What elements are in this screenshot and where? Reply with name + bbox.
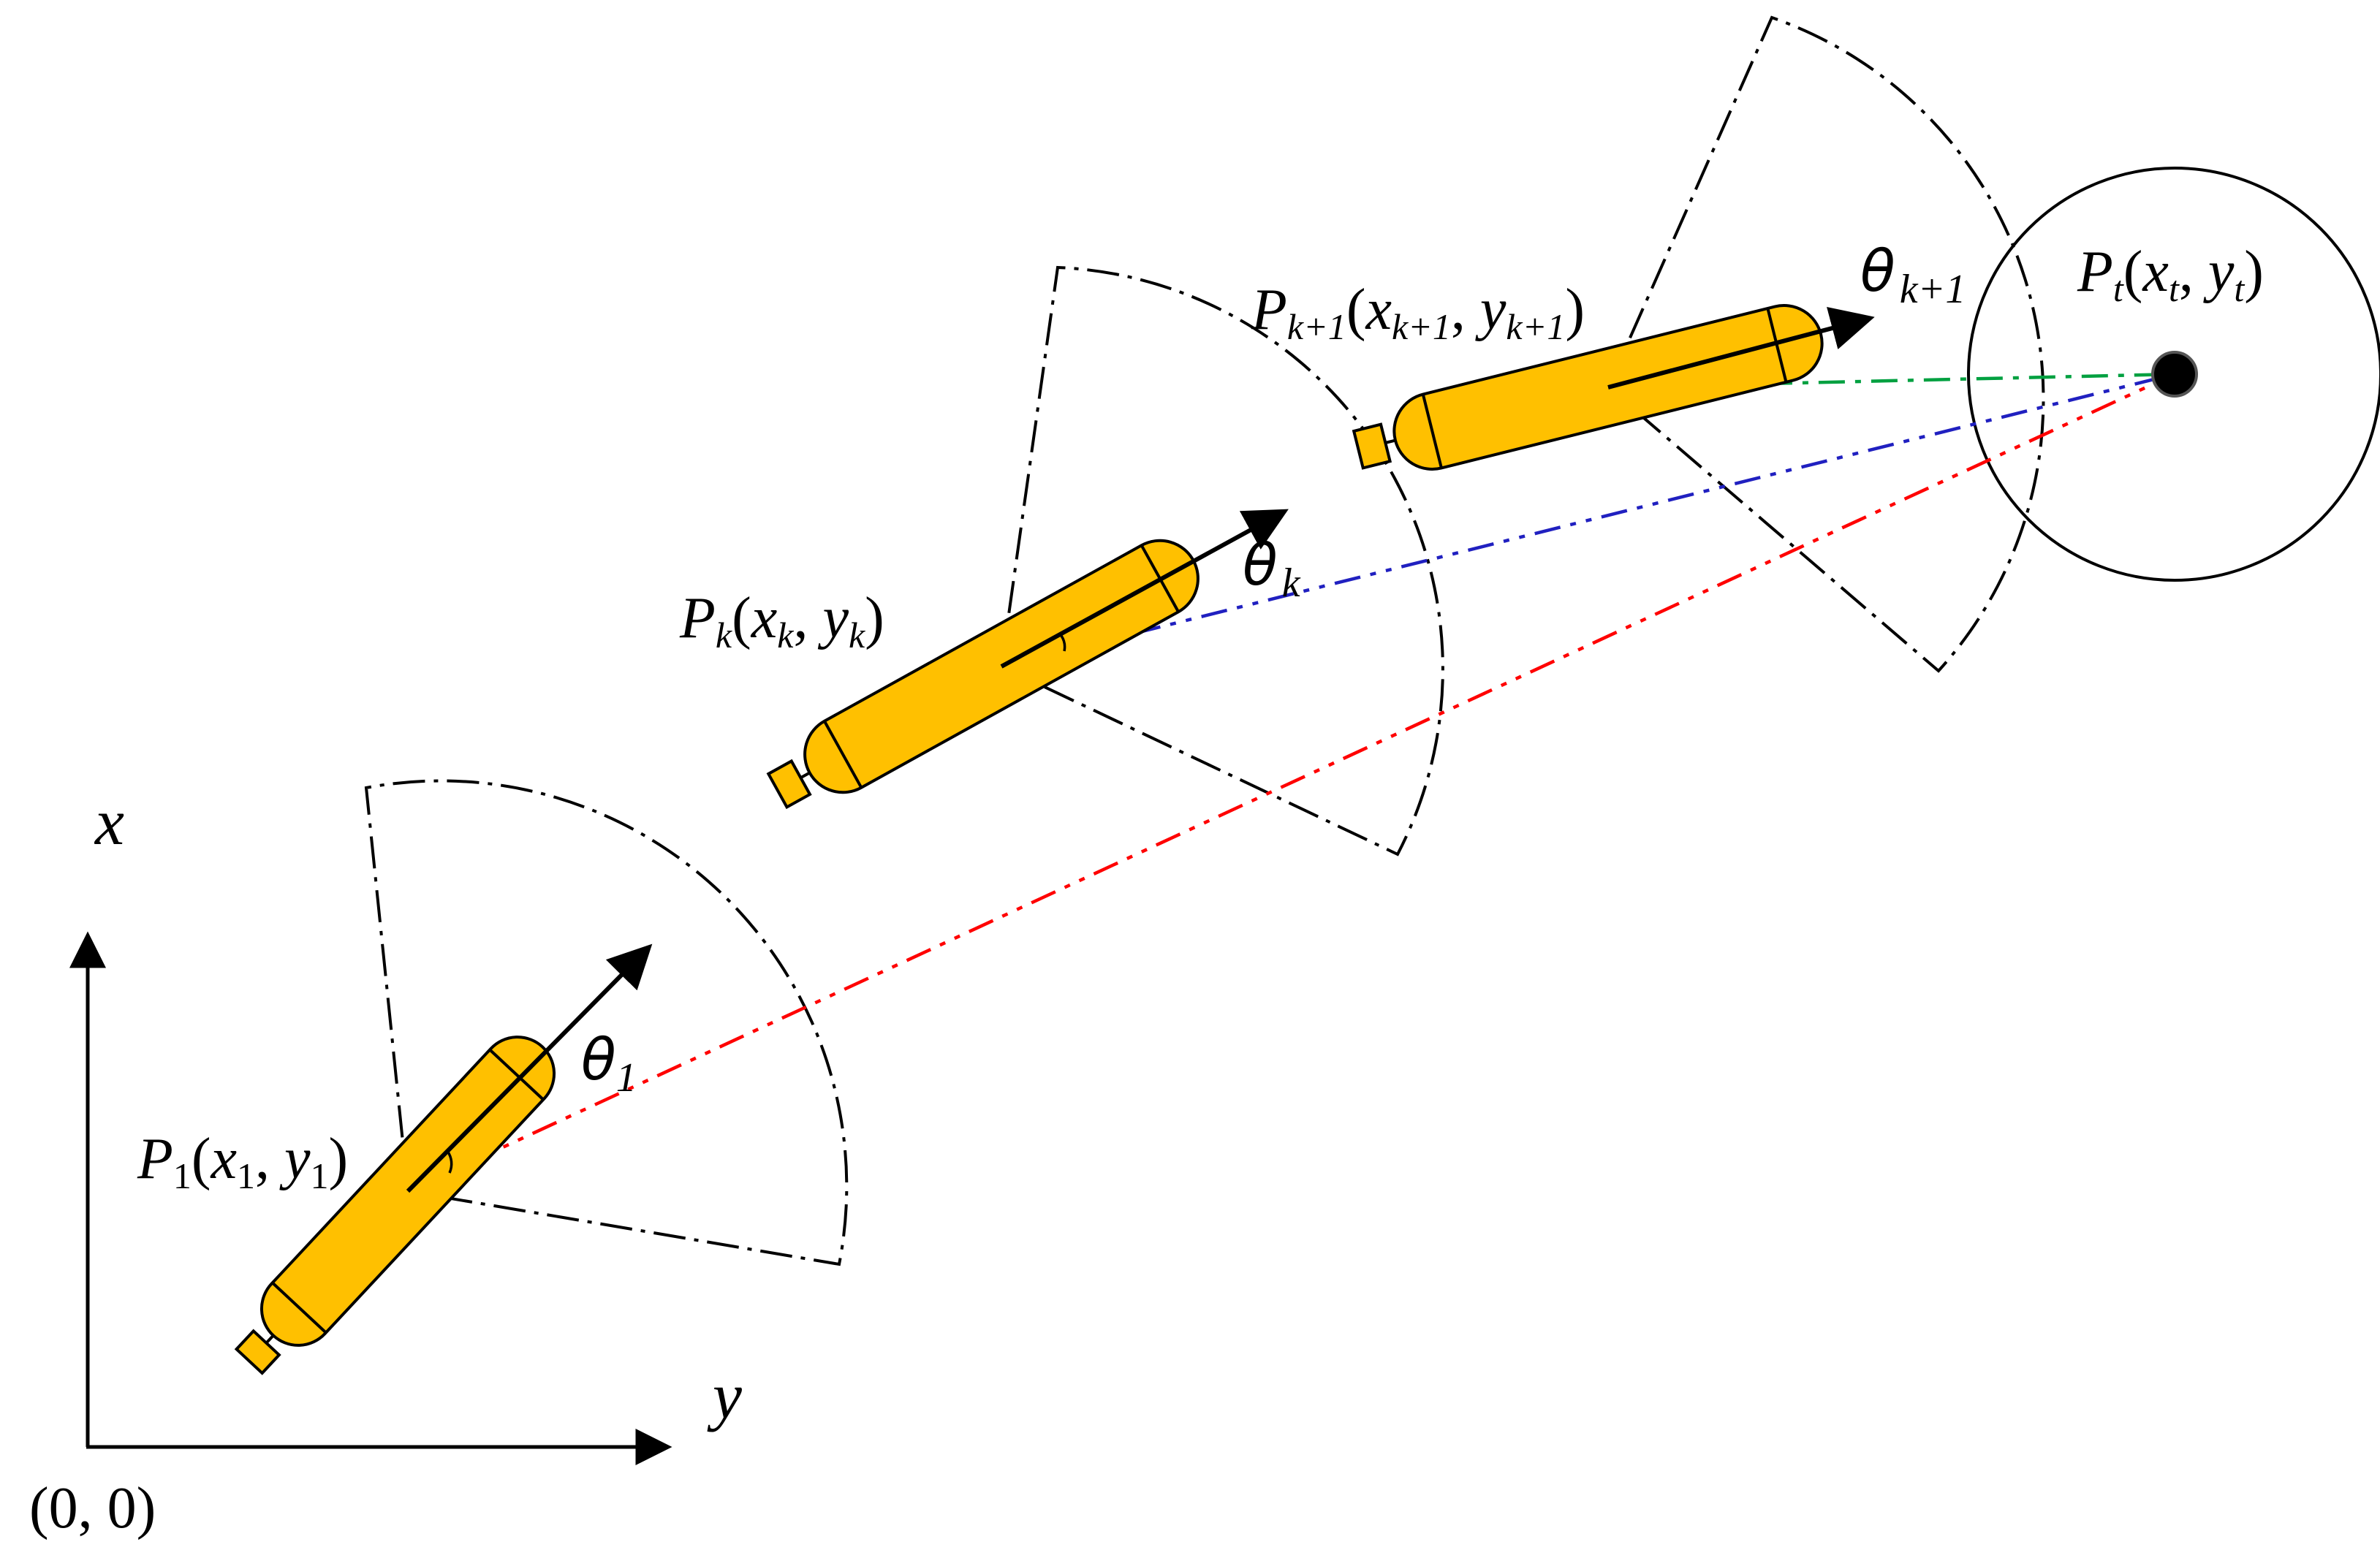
coordinate-axes: x y (0, 0) bbox=[29, 786, 742, 1540]
heading-arrow-pk bbox=[1000, 509, 1289, 669]
angle-arc-pk bbox=[1060, 635, 1066, 652]
guide-line-pk-to-target bbox=[1001, 372, 2175, 669]
vehicle-pk bbox=[766, 539, 1200, 810]
angle-arc-p1 bbox=[446, 1150, 453, 1174]
y-axis-label: y bbox=[707, 1360, 742, 1432]
sensor-sector-pk1 bbox=[1606, 15, 2045, 673]
guide-line-p1-to-target bbox=[407, 372, 2175, 1193]
target-point bbox=[2151, 351, 2198, 398]
label-target: Pt(xt, yt) bbox=[2077, 240, 2264, 309]
heading-arrow-pk1 bbox=[1607, 307, 1875, 390]
label-p1: P1(x1, y1) bbox=[137, 1127, 348, 1196]
x-axis-label: x bbox=[94, 786, 124, 859]
sensor-sector-pk bbox=[999, 265, 1444, 856]
label-pk1: Pk+1(xk+1, yk+1) bbox=[1251, 278, 1585, 347]
theta-label-p1: θ1 bbox=[581, 1027, 637, 1101]
label-pk: Pk(xk, yk) bbox=[679, 586, 884, 656]
sensor-sector-p1 bbox=[364, 779, 849, 1266]
target-range-circle bbox=[1967, 167, 2380, 582]
origin-label: (0, 0) bbox=[29, 1476, 156, 1540]
